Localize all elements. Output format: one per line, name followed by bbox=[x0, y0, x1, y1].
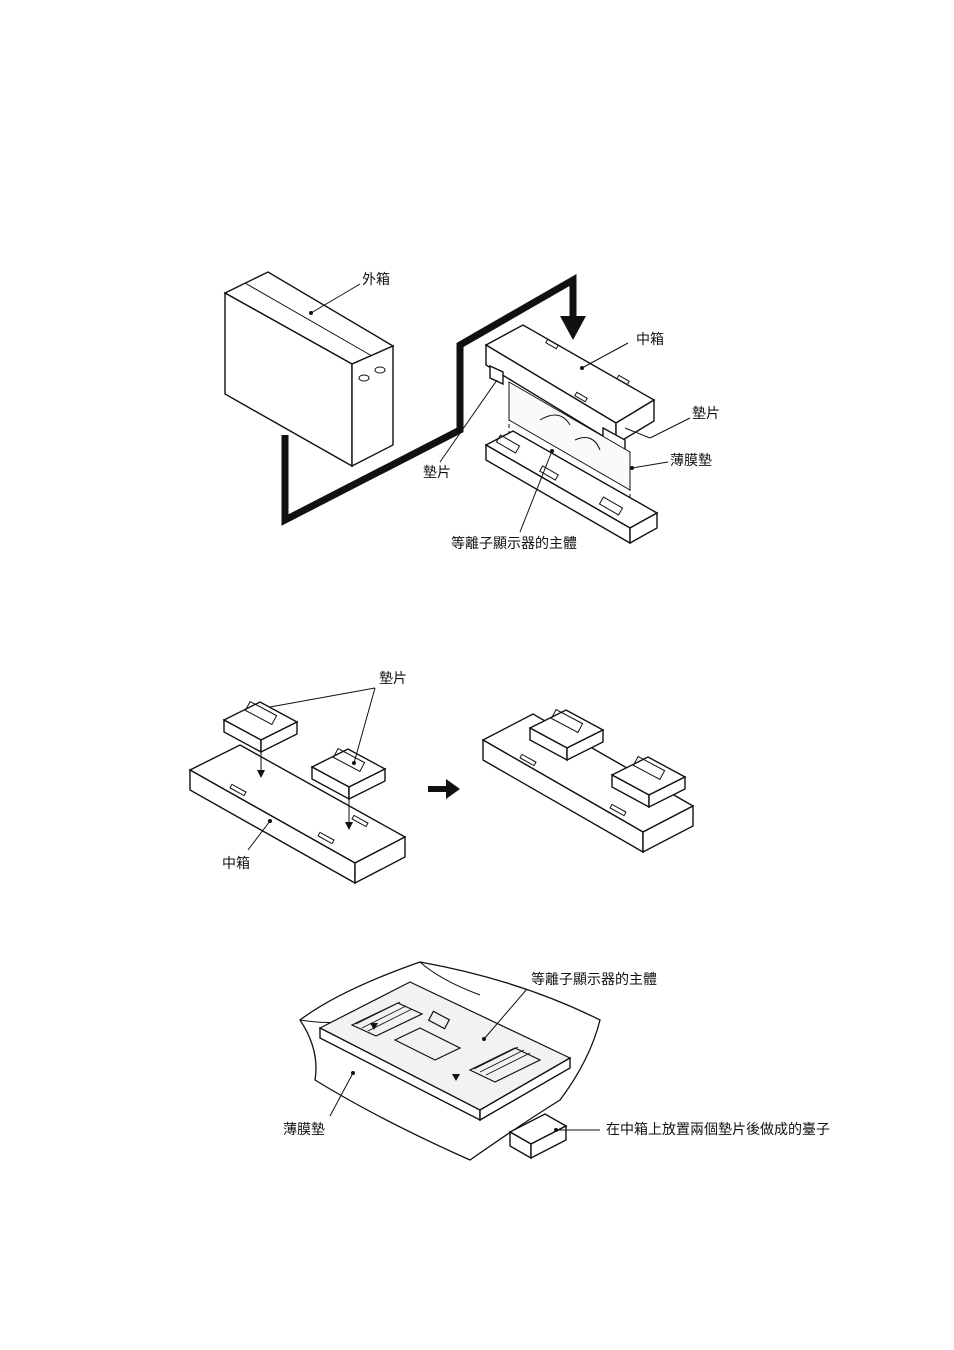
label-middle-box: 中箱 bbox=[636, 332, 664, 348]
label-outer-box: 外箱 bbox=[362, 272, 390, 288]
label-film-pad-3: 薄膜墊 bbox=[283, 1122, 325, 1138]
transition-arrow bbox=[428, 779, 460, 799]
label-film-pad: 薄膜墊 bbox=[670, 453, 712, 469]
figure-stand-assembly: 墊片 中箱 bbox=[0, 600, 954, 900]
stand-assembly-illustration bbox=[0, 600, 954, 900]
display-on-stand-illustration bbox=[0, 950, 954, 1180]
label-stand: 在中箱上放置兩個墊片後做成的臺子 bbox=[606, 1122, 830, 1138]
outer-box-drawing bbox=[225, 272, 393, 466]
assembled-stand-drawing bbox=[483, 710, 693, 852]
label-pads: 墊片 bbox=[379, 671, 407, 687]
pad-1-drawing bbox=[224, 702, 297, 752]
label-pad-right: 墊片 bbox=[692, 406, 720, 422]
label-display-body-3: 等離子顯示器的主體 bbox=[531, 972, 657, 988]
label-display-body: 等離子顯示器的主體 bbox=[451, 536, 577, 552]
label-pad-left: 墊片 bbox=[423, 465, 451, 481]
figure-unpacking: 外箱 中箱 墊片 薄膜墊 墊片 等離子顯示器的主體 bbox=[0, 0, 954, 600]
label-middle-box-2: 中箱 bbox=[222, 856, 250, 872]
figure-display-on-stand: 等離子顯示器的主體 薄膜墊 在中箱上放置兩個墊片後做成的臺子 bbox=[0, 950, 954, 1180]
unpacking-illustration bbox=[0, 0, 954, 600]
